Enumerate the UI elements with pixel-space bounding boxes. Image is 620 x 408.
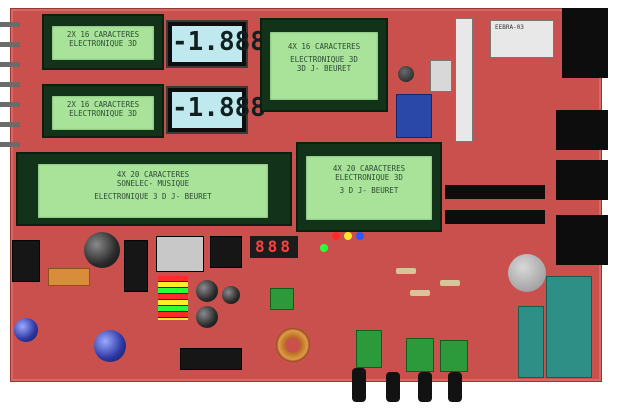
heatsink-right-1 — [556, 110, 608, 150]
lcd-line: ELECTRONIQUE 3D — [335, 173, 403, 182]
heatsink-mid-2 — [445, 210, 545, 224]
left-connectors — [0, 12, 22, 242]
terminal-block-2 — [356, 330, 382, 368]
zif-socket-right — [546, 276, 592, 378]
lcd-line: 4X 20 CARACTERES — [116, 170, 190, 179]
zif-socket-left — [518, 306, 544, 378]
led-blue — [356, 232, 364, 240]
slide-potentiometer-1 — [352, 368, 366, 402]
segment-value: -1.888 — [172, 92, 266, 128]
lcd-line: 3D J- BEURET — [296, 64, 352, 73]
capacitor-blue-large — [94, 330, 126, 362]
segment-value: -1.888 — [172, 26, 266, 62]
terminal-block-1 — [270, 288, 294, 310]
heatsink-top-right — [562, 8, 608, 78]
capacitor-black-3 — [196, 306, 218, 328]
power-transistor — [508, 254, 546, 292]
lcd-line: 2X 16 CARACTERES — [66, 30, 140, 39]
connector-block — [430, 60, 452, 92]
resistor — [396, 268, 416, 274]
lcd-line: SONELEC- MUSIQUE — [116, 179, 190, 188]
led-yellow — [344, 232, 352, 240]
relay-orange — [48, 268, 90, 286]
terminal-block-4 — [440, 340, 468, 372]
terminal-block-3 — [406, 338, 434, 372]
slide-potentiometer-2 — [386, 372, 400, 402]
heatsink-mid-1 — [445, 185, 545, 199]
ic-chip-top-right: EEBRA-03 — [490, 20, 554, 58]
lcd-4x20-right: 4X 20 CARACTERES ELECTRONIQUE 3D 3 D J- … — [296, 142, 442, 232]
capacitor-black-2 — [196, 280, 218, 302]
segment-display-top: -1.888 — [166, 20, 266, 68]
lcd-4x20-left: 4X 20 CARACTERES SONELEC- MUSIQUE ELECTR… — [16, 152, 292, 226]
segment-display-bottom: -1.888 — [166, 86, 266, 134]
toroid-inductor — [276, 328, 310, 362]
lcd-2x16-top: 2X 16 CARACTERES ELECTRONIQUE 3D — [42, 14, 164, 70]
lcd-line: ELECTRONIQUE 3D — [69, 39, 137, 48]
resistor — [440, 280, 460, 286]
blue-relay — [396, 94, 432, 138]
vertical-rail — [455, 18, 473, 142]
lcd-line: 3 D J- BEURET — [339, 186, 399, 195]
ic-chip-square — [210, 236, 242, 268]
led-green — [320, 244, 328, 252]
lcd-4x16: 4X 16 CARACTERES ELECTRONIQUE 3D 3D J- B… — [260, 18, 388, 112]
lcd-line: ELECTRONIQUE 3D — [290, 55, 358, 64]
slide-potentiometer-3 — [418, 372, 432, 402]
capacitor-black-4 — [222, 286, 240, 304]
heatsink-right-3 — [556, 215, 608, 265]
led-red — [332, 232, 340, 240]
led-seven-segment: 888 — [250, 236, 298, 258]
ic-chip-lower-left — [12, 240, 40, 282]
ic-chip-bottom — [180, 348, 242, 370]
capacitor-black — [84, 232, 120, 268]
led-bargraph — [158, 276, 188, 320]
lcd-line: 4X 16 CARACTERES — [287, 42, 361, 51]
lcd-line: 4X 20 CARACTERES — [332, 164, 406, 173]
lcd-line: ELECTRONIQUE 3 D J- BEURET — [94, 192, 212, 201]
heatsink-right-2 — [556, 160, 608, 200]
ic-chip-mid — [124, 240, 148, 292]
resistor — [410, 290, 430, 296]
capacitor-blue-small — [14, 318, 38, 342]
ic-socket — [156, 236, 204, 272]
lcd-line: ELECTRONIQUE 3D — [69, 109, 137, 118]
lcd-2x16-bottom: 2X 16 CARACTERES ELECTRONIQUE 3D — [42, 84, 164, 138]
chip-label: EEBRA-03 — [495, 24, 524, 31]
slide-potentiometer-4 — [448, 372, 462, 402]
lcd-line: 2X 16 CARACTERES — [66, 100, 140, 109]
potentiometer-knob — [398, 66, 414, 82]
